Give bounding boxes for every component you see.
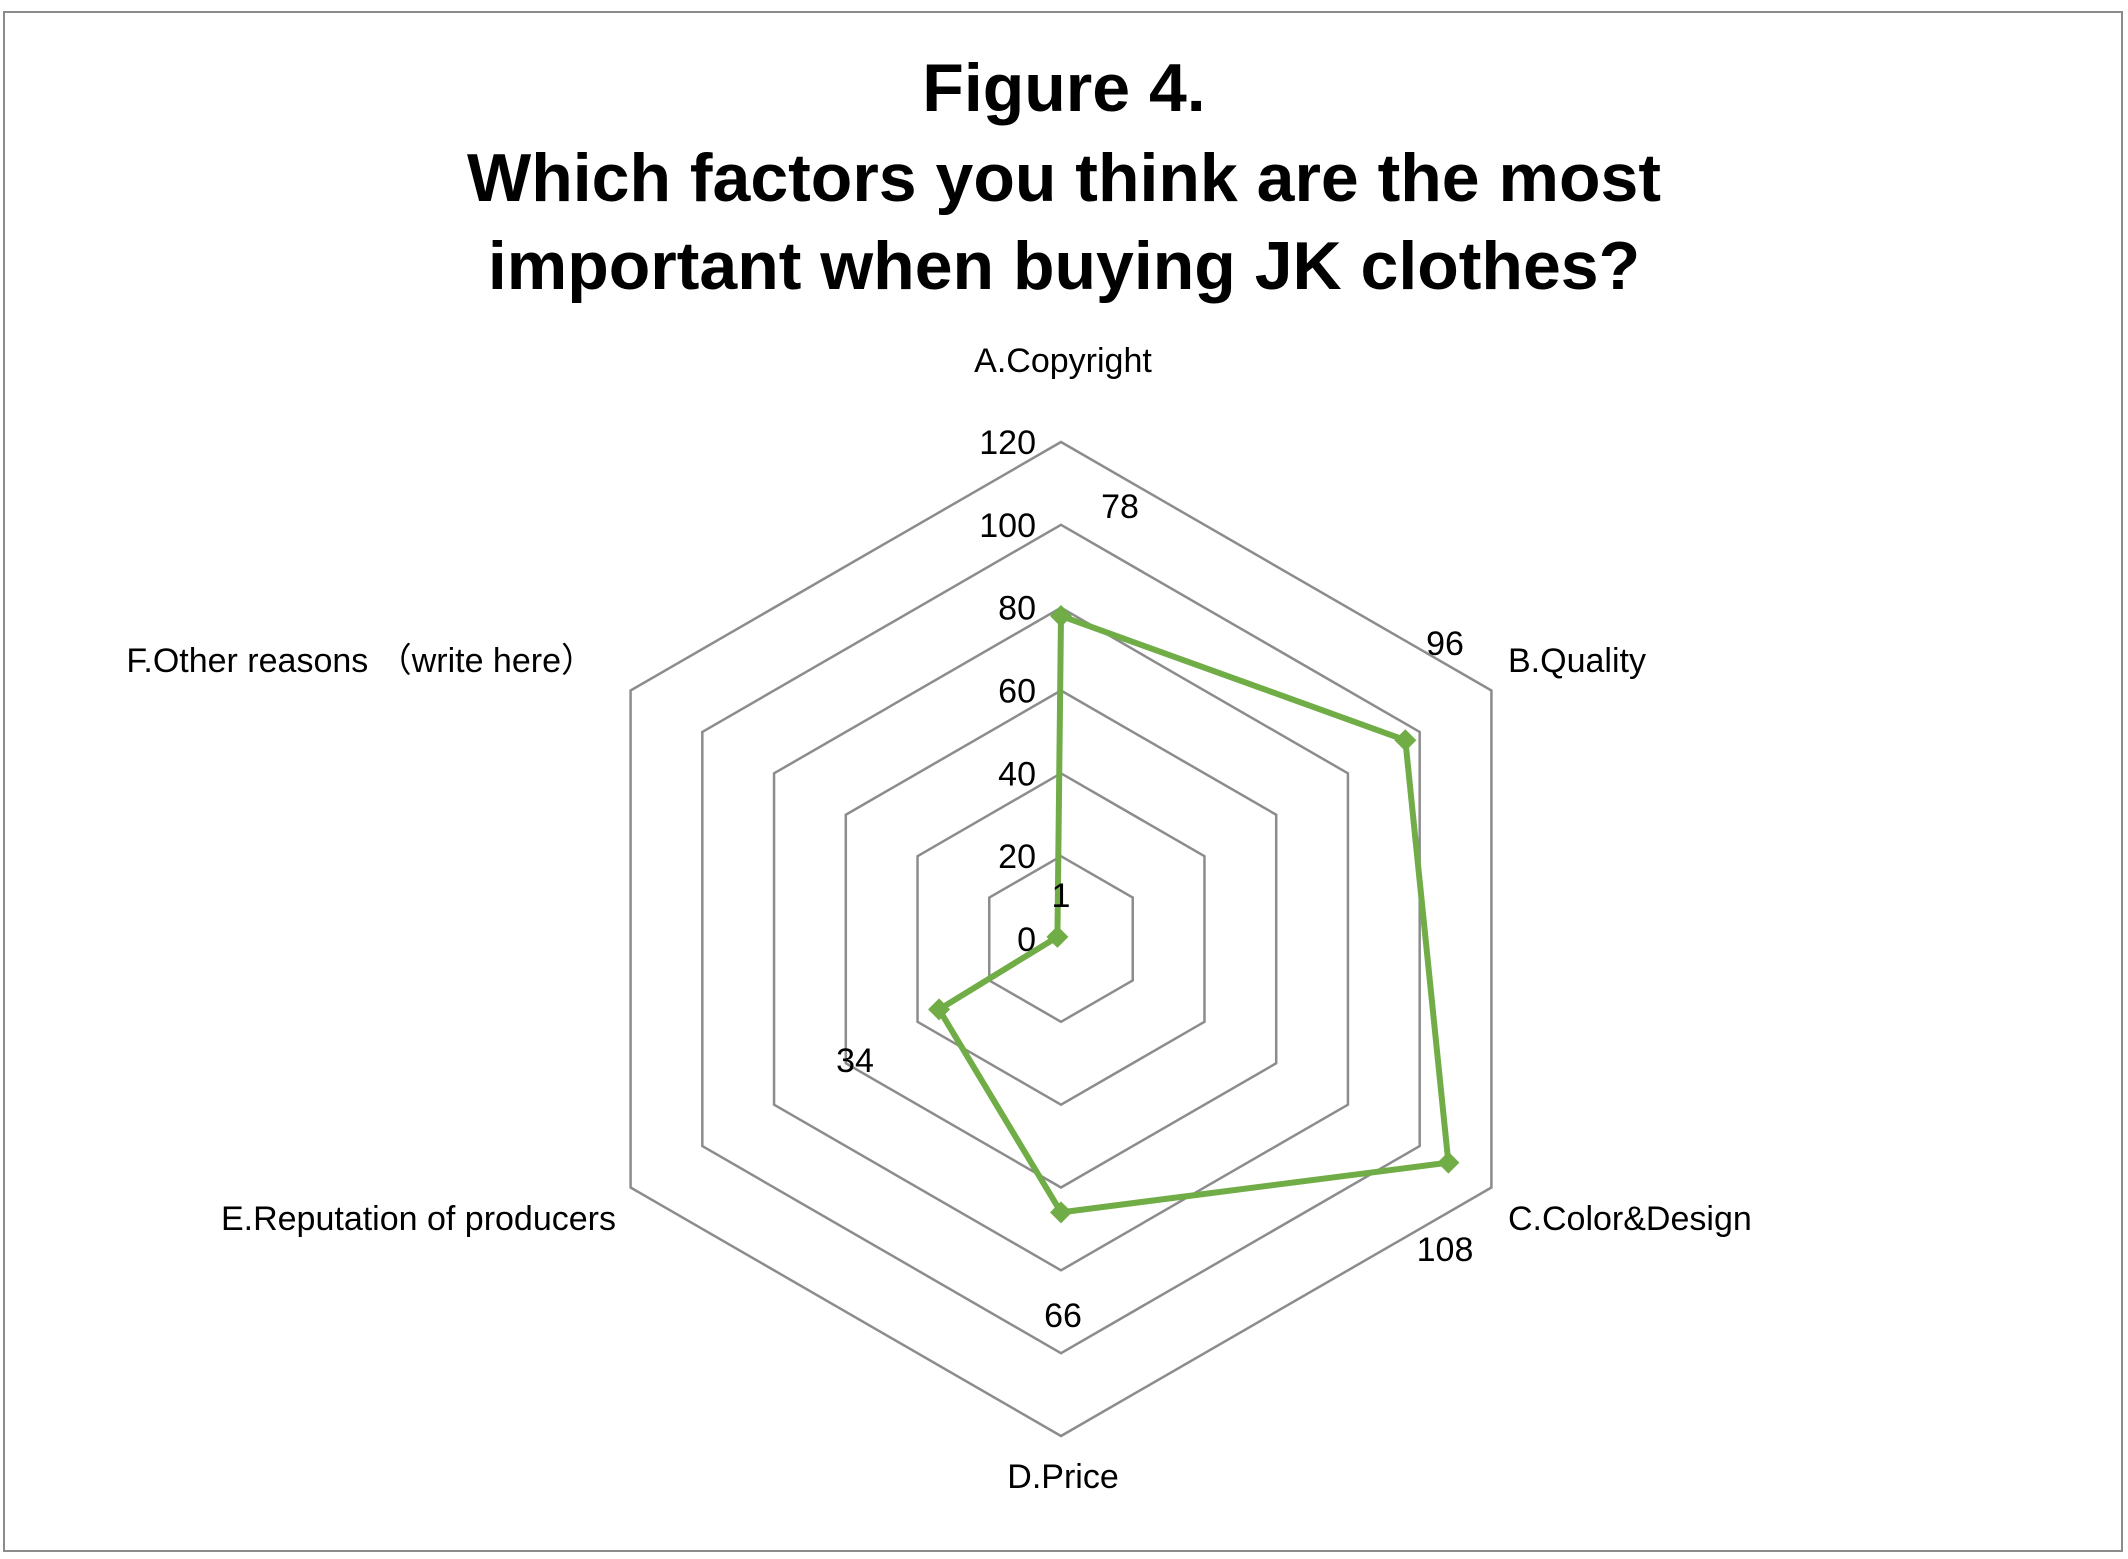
category-label: C.Color&Design: [1508, 1200, 1752, 1238]
tick-label: 20: [998, 838, 1036, 876]
tick-label: 100: [979, 507, 1036, 545]
data-point-marker: [928, 998, 951, 1021]
data-label: 34: [836, 1042, 874, 1080]
grid-ring-120: [629, 440, 1493, 1438]
category-label: A.Copyright: [974, 342, 1152, 380]
grid-ring-80: [772, 606, 1350, 1272]
category-label: E.Reputation of producers: [221, 1200, 616, 1238]
category-label: F.Other reasons （write here）: [126, 642, 595, 680]
category-label: D.Price: [1007, 1458, 1118, 1496]
grid-ring-20: [988, 854, 1134, 1024]
tick-label: 40: [998, 755, 1036, 793]
data-label: 78: [1101, 488, 1139, 526]
grid-ring-60: [844, 689, 1278, 1189]
grid-ring-40: [916, 771, 1206, 1107]
data-point-marker: [1050, 604, 1072, 627]
grid-ring-100: [701, 523, 1421, 1355]
data-label: 66: [1044, 1297, 1082, 1335]
category-label: B.Quality: [1508, 642, 1646, 680]
data-point-marker: [1437, 1151, 1460, 1174]
data-label: 96: [1426, 625, 1464, 663]
data-point-marker: [1050, 1201, 1072, 1224]
tick-label: 80: [998, 590, 1036, 628]
data-label: 108: [1417, 1231, 1474, 1269]
chart-title-line-1: Figure 4.: [922, 50, 1206, 126]
chart-frame: [3, 11, 2123, 1552]
tick-label: 60: [998, 673, 1036, 711]
chart-title-line-2: Which factors you think are the most: [467, 140, 1661, 216]
chart-title-line-3: important when buying JK clothes?: [487, 228, 1641, 304]
data-point-marker: [1394, 729, 1417, 752]
data-label: 1: [1052, 877, 1071, 915]
data-point-marker: [1046, 925, 1069, 948]
tick-label: 120: [979, 424, 1036, 462]
